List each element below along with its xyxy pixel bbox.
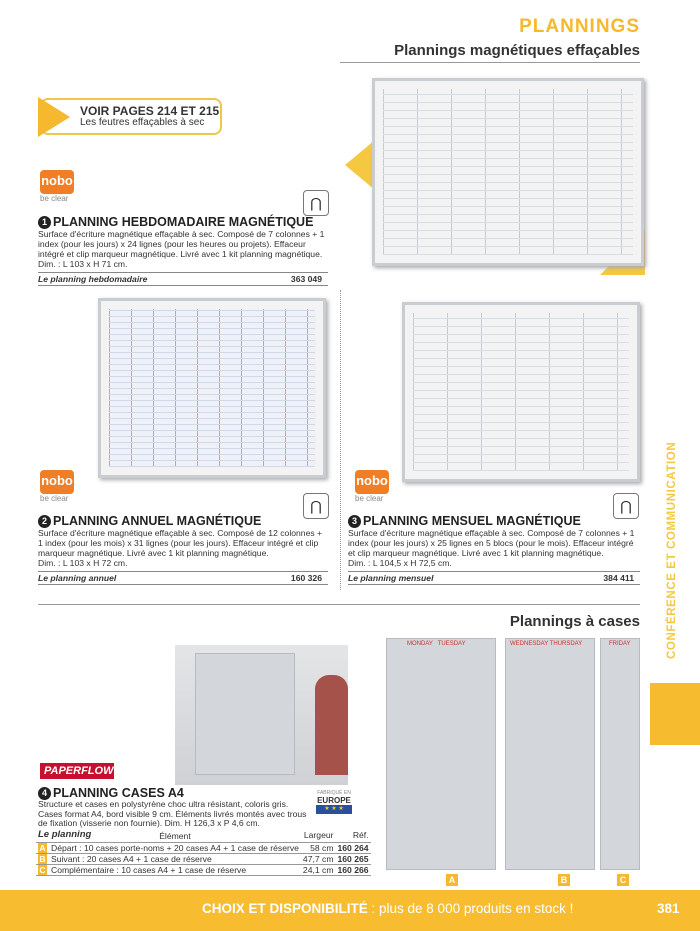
- magnet-icon: ⋂: [303, 493, 329, 519]
- europe-badge: FABRIQUÉ EN EUROPE ★ ★ ★: [316, 790, 352, 814]
- planning-cases-photo: [175, 645, 348, 785]
- case-unit-c-image: FRIDAY: [600, 638, 640, 870]
- footer-text: CHOIX ET DISPONIBILITÉ : plus de 8 000 p…: [202, 901, 574, 916]
- product-dimensions: Dim. : L 103 x H 71 cm.: [38, 259, 128, 269]
- product-description: Surface d'écriture magnétique effaçable …: [348, 528, 635, 558]
- product-title: PLANNING ANNUEL MAGNÉTIQUE: [53, 514, 262, 528]
- label-b: B: [558, 874, 570, 886]
- product-description: Surface d'écriture magnétique effaçable …: [38, 528, 323, 558]
- case-unit-a-image: MONDAY TUESDAY: [386, 638, 496, 870]
- side-tab-label: CONFÉRENCE ET COMMUNICATION: [666, 441, 678, 659]
- product-title: PLANNING MENSUEL MAGNÉTIQUE: [363, 514, 581, 528]
- divider: [340, 290, 341, 590]
- side-tab-marker: [650, 683, 700, 745]
- case-unit-b-image: WEDNESDAY THURSDAY: [505, 638, 595, 870]
- footer-bar: CHOIX ET DISPONIBILITÉ : plus de 8 000 p…: [0, 890, 700, 931]
- nobo-logo: nobo be clear: [40, 170, 74, 203]
- product-description: Structure et cases en polystyrène choc u…: [38, 799, 307, 828]
- product-description: Surface d'écriture magnétique effaçable …: [38, 229, 325, 259]
- monthly-planner-image: [402, 302, 640, 482]
- decor-triangle: [345, 140, 375, 190]
- weekly-planner-image: [372, 78, 644, 266]
- callout-subtitle: Les feutres effaçables à sec: [80, 117, 205, 128]
- callout-title: VOIR PAGES 214 ET 215: [80, 104, 220, 118]
- cases-section-title: Plannings à cases: [509, 613, 640, 630]
- arrow-icon: [38, 97, 70, 137]
- callout-box: VOIR PAGES 214 ET 215 Les feutres effaça…: [40, 98, 222, 135]
- product-dimensions: Dim. : L 103 x H 72 cm.: [38, 558, 128, 568]
- magnet-icon: ⋂: [303, 190, 329, 216]
- magnet-icon: ⋂: [613, 493, 639, 519]
- label-a: A: [446, 874, 458, 886]
- product-title: PLANNING HEBDOMADAIRE MAGNÉTIQUE: [53, 215, 314, 229]
- divider: [38, 604, 640, 605]
- section-title: PLANNINGS: [519, 16, 640, 37]
- paperflow-logo: PAPERFLOW: [40, 763, 114, 779]
- product-title: PLANNING CASES A4: [53, 786, 184, 800]
- table-header-row: Élément: [159, 830, 191, 841]
- ref-label: Le planning: [38, 828, 92, 840]
- section-subtitle: Plannings magnétiques effaçables: [394, 42, 640, 59]
- product-dimensions: Dim. : L 104,5 x H 72,5 cm.: [348, 558, 452, 568]
- label-c: C: [617, 874, 629, 886]
- divider: [340, 62, 640, 63]
- page-number: 381: [657, 901, 680, 916]
- annual-planner-image: [98, 298, 326, 478]
